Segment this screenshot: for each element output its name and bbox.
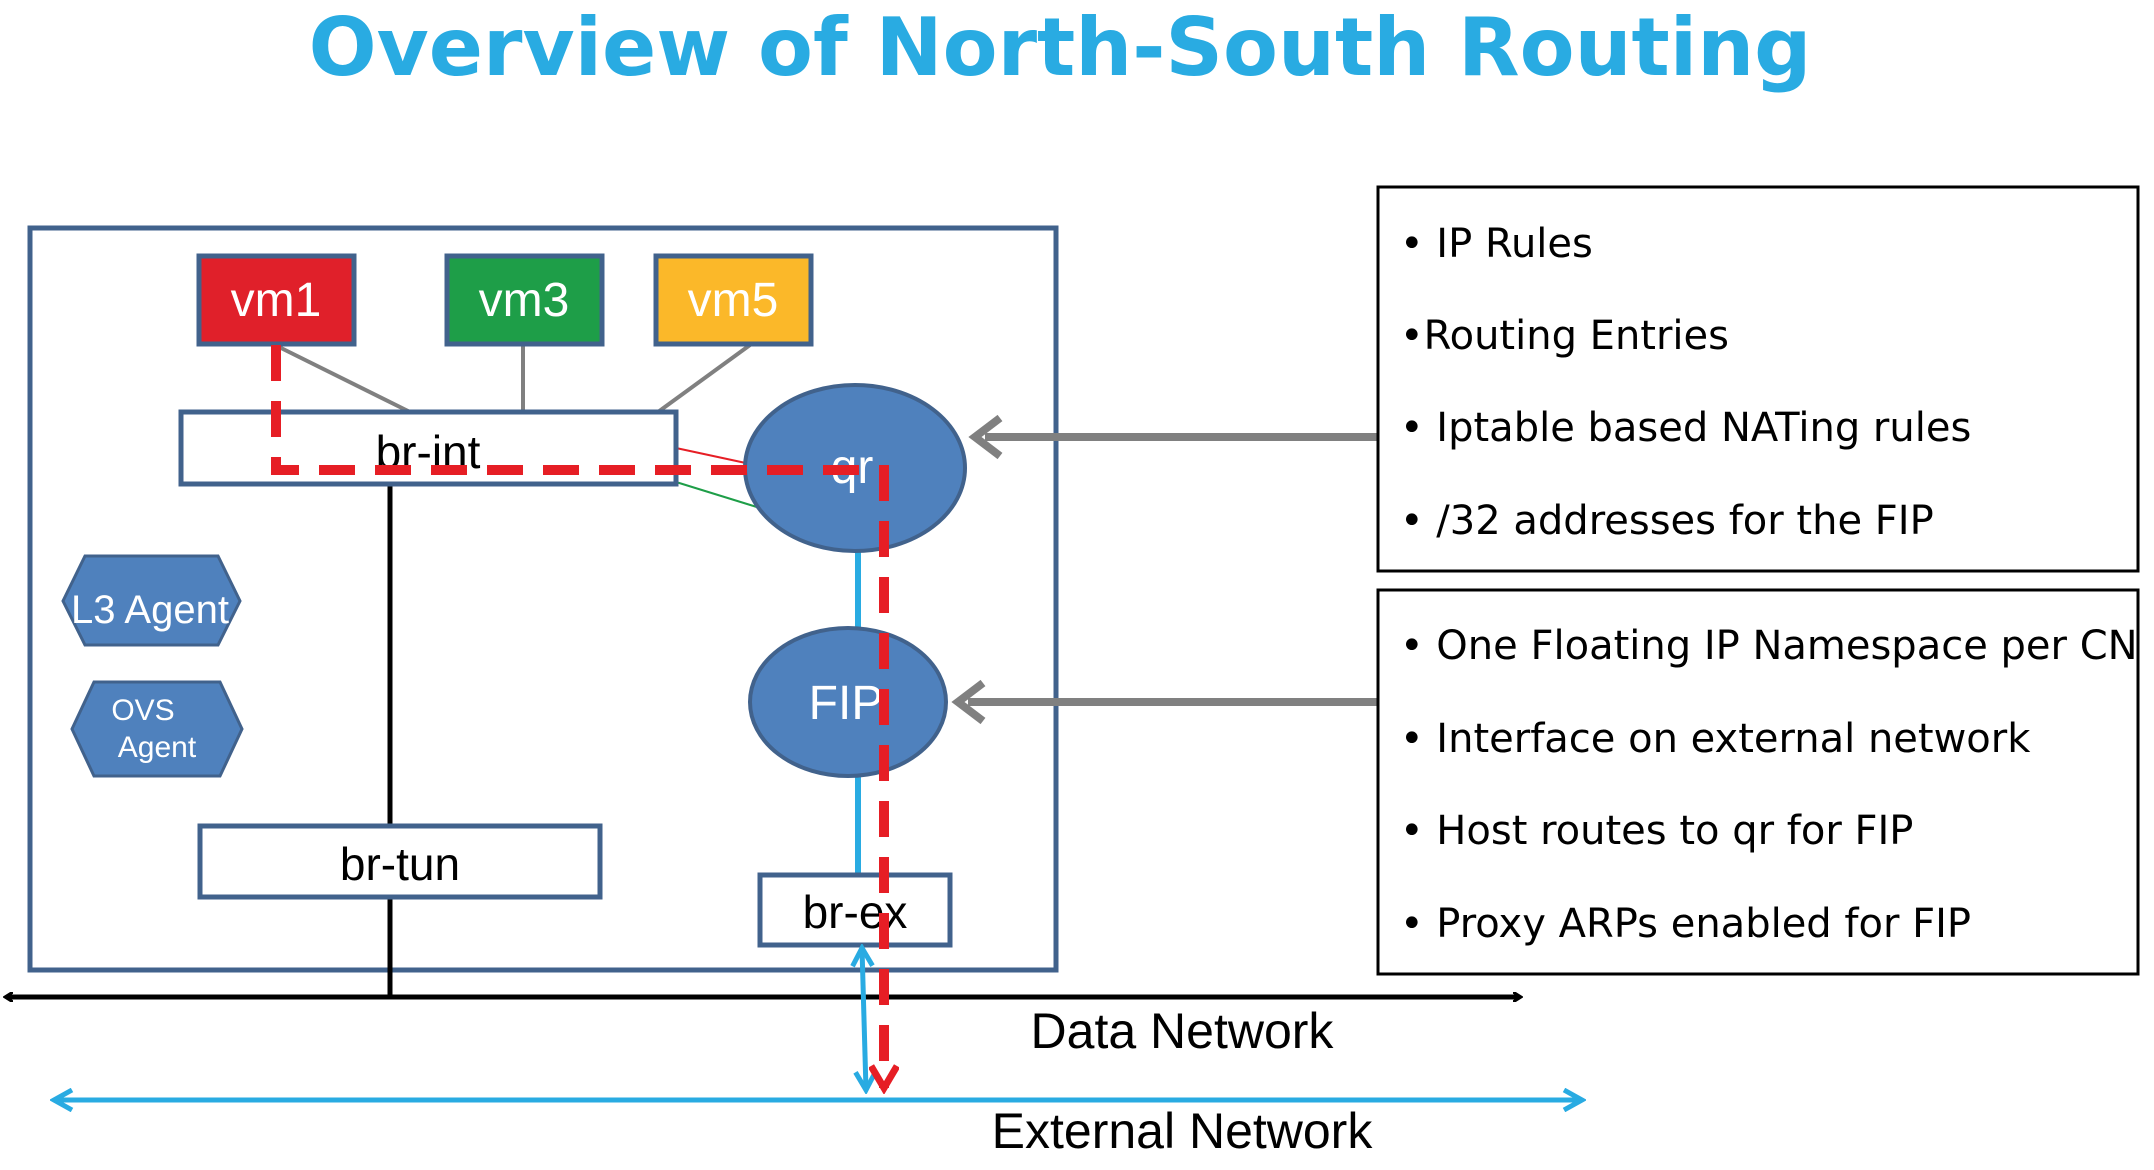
br-ex-external-link	[862, 948, 866, 1090]
page-title: Overview of North-South Routing	[309, 1, 1812, 94]
qr-info-item: • Iptable based NATing rules	[1400, 405, 1971, 451]
qr-callout-arrowhead	[968, 414, 1003, 460]
fip-namespace[interactable]: FIP	[748, 626, 948, 778]
vm-connectors	[274, 343, 752, 414]
fip-callout-arrowhead	[951, 679, 986, 725]
fip-info-box: • One Floating IP Namespace per CN • Int…	[1376, 588, 2140, 976]
br-int-qr-red-link	[675, 447, 756, 466]
ovs-agent-label-line2: Agent	[118, 731, 197, 764]
fip-info-item: • Proxy ARPs enabled for FIP	[1400, 901, 1971, 947]
br-ex-bridge[interactable]: br-ex	[757, 872, 953, 948]
br-tun-label: br-tun	[340, 838, 460, 890]
north-south-traffic-path	[271, 345, 884, 1088]
qr-info-item: • /32 addresses for the FIP	[1400, 498, 1934, 544]
qr-info-item: • IP Rules	[1400, 221, 1593, 267]
l3-agent-label: L3 Agent	[71, 588, 229, 632]
br-ex-label: br-ex	[803, 886, 908, 938]
fip-label: FIP	[809, 677, 884, 730]
br-tun-bridge[interactable]: br-tun	[197, 823, 603, 900]
fip-info-item: • Interface on external network	[1400, 716, 2031, 762]
vm3-label: vm3	[479, 274, 570, 327]
external-network-label: External Network	[992, 1103, 1374, 1159]
vm5-label: vm5	[688, 274, 779, 327]
qr-info-box: • IP Rules •Routing Entries • Iptable ba…	[1376, 185, 2140, 573]
data-network-label: Data Network	[1031, 1003, 1335, 1059]
vm5[interactable]: vm5	[653, 253, 814, 347]
compute-node-box	[27, 225, 1059, 973]
vm3[interactable]: vm3	[444, 253, 605, 347]
vm1-label: vm1	[231, 274, 322, 327]
l3-agent[interactable]: L3 Agent	[61, 554, 242, 647]
br-int-bridge[interactable]: br-int	[178, 409, 679, 487]
vm1[interactable]: vm1	[196, 253, 357, 347]
qr-info-item: •Routing Entries	[1400, 313, 1729, 359]
br-int-qr-green-link	[675, 481, 761, 509]
fip-info-item: • One Floating IP Namespace per CN	[1400, 623, 2138, 669]
ovs-agent-label-line1: OVS	[111, 694, 174, 727]
fip-info-item: • Host routes to qr for FIP	[1400, 808, 1913, 854]
ovs-agent[interactable]: OVS Agent	[70, 680, 244, 778]
